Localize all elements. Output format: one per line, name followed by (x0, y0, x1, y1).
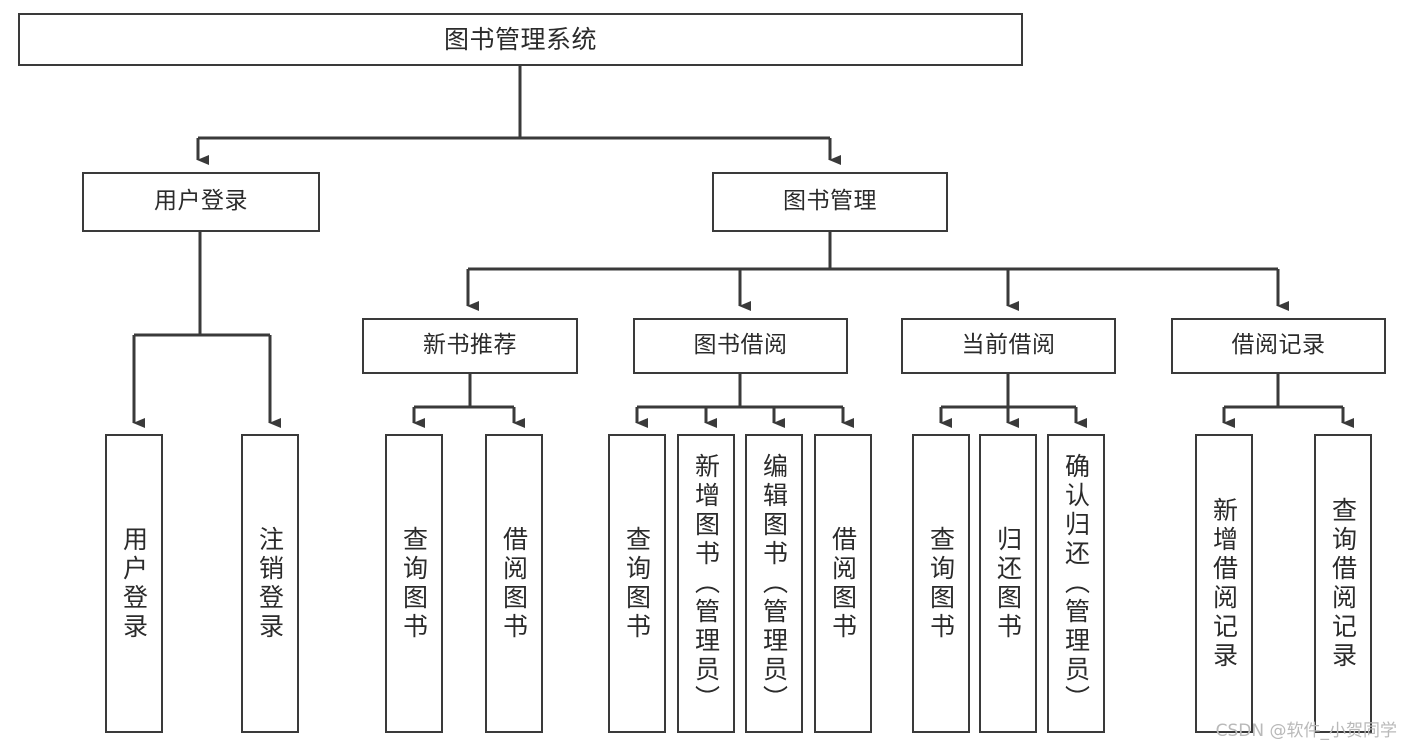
leaf-current-borrow-query[interactable]: 查询图书 (912, 434, 970, 733)
leaf-book-borrow-edit[interactable]: 编辑图书（管理员） (745, 434, 803, 733)
leaf-book-borrow-borrow[interactable]: 借阅图书 (814, 434, 872, 733)
leaf-label: 借阅图书 (499, 525, 529, 642)
leaf-label: 注销登录 (255, 525, 285, 642)
leaf-borrow-record-query[interactable]: 查询借阅记录 (1314, 434, 1372, 733)
node-new-book-rec[interactable]: 新书推荐 (362, 318, 578, 374)
node-borrow-record-label: 借阅记录 (1231, 332, 1326, 359)
node-user-login-label: 用户登录 (154, 188, 248, 215)
leaf-new-book-rec-borrow[interactable]: 借阅图书 (485, 434, 543, 733)
leaf-current-borrow-confirm[interactable]: 确认归还（管理员） (1047, 434, 1105, 733)
leaf-label: 编辑图书（管理员） (759, 453, 789, 714)
leaf-label: 查询图书 (926, 525, 956, 642)
leaf-borrow-record-add[interactable]: 新增借阅记录 (1195, 434, 1253, 733)
node-new-book-rec-label: 新书推荐 (423, 332, 517, 359)
node-book-borrow-label: 图书借阅 (693, 332, 788, 359)
leaf-user-login-login[interactable]: 用户登录 (105, 434, 163, 733)
node-root-label: 图书管理系统 (443, 24, 597, 54)
node-user-login[interactable]: 用户登录 (82, 172, 320, 232)
node-book-manage-label: 图书管理 (783, 188, 877, 215)
node-book-manage[interactable]: 图书管理 (712, 172, 948, 232)
node-current-borrow-label: 当前借阅 (961, 332, 1056, 359)
leaf-label: 查询图书 (399, 525, 429, 642)
leaf-label: 查询图书 (622, 525, 652, 642)
leaf-label: 用户登录 (119, 525, 149, 642)
leaf-label: 新增图书（管理员） (691, 453, 721, 714)
leaf-label: 查询借阅记录 (1328, 496, 1358, 671)
leaf-user-login-logout[interactable]: 注销登录 (241, 434, 299, 733)
leaf-new-book-rec-query[interactable]: 查询图书 (385, 434, 443, 733)
leaf-book-borrow-query[interactable]: 查询图书 (608, 434, 666, 733)
node-book-borrow[interactable]: 图书借阅 (633, 318, 848, 374)
node-borrow-record[interactable]: 借阅记录 (1171, 318, 1386, 374)
node-root[interactable]: 图书管理系统 (18, 13, 1023, 66)
leaf-label: 归还图书 (993, 525, 1023, 642)
leaf-label: 借阅图书 (828, 525, 858, 642)
watermark-text: CSDN @软件_小贺同学 (1215, 721, 1397, 741)
leaf-label: 新增借阅记录 (1209, 496, 1239, 671)
leaf-current-borrow-return[interactable]: 归还图书 (979, 434, 1037, 733)
leaf-label: 确认归还（管理员） (1061, 453, 1091, 714)
node-current-borrow[interactable]: 当前借阅 (901, 318, 1116, 374)
leaf-book-borrow-add[interactable]: 新增图书（管理员） (677, 434, 735, 733)
